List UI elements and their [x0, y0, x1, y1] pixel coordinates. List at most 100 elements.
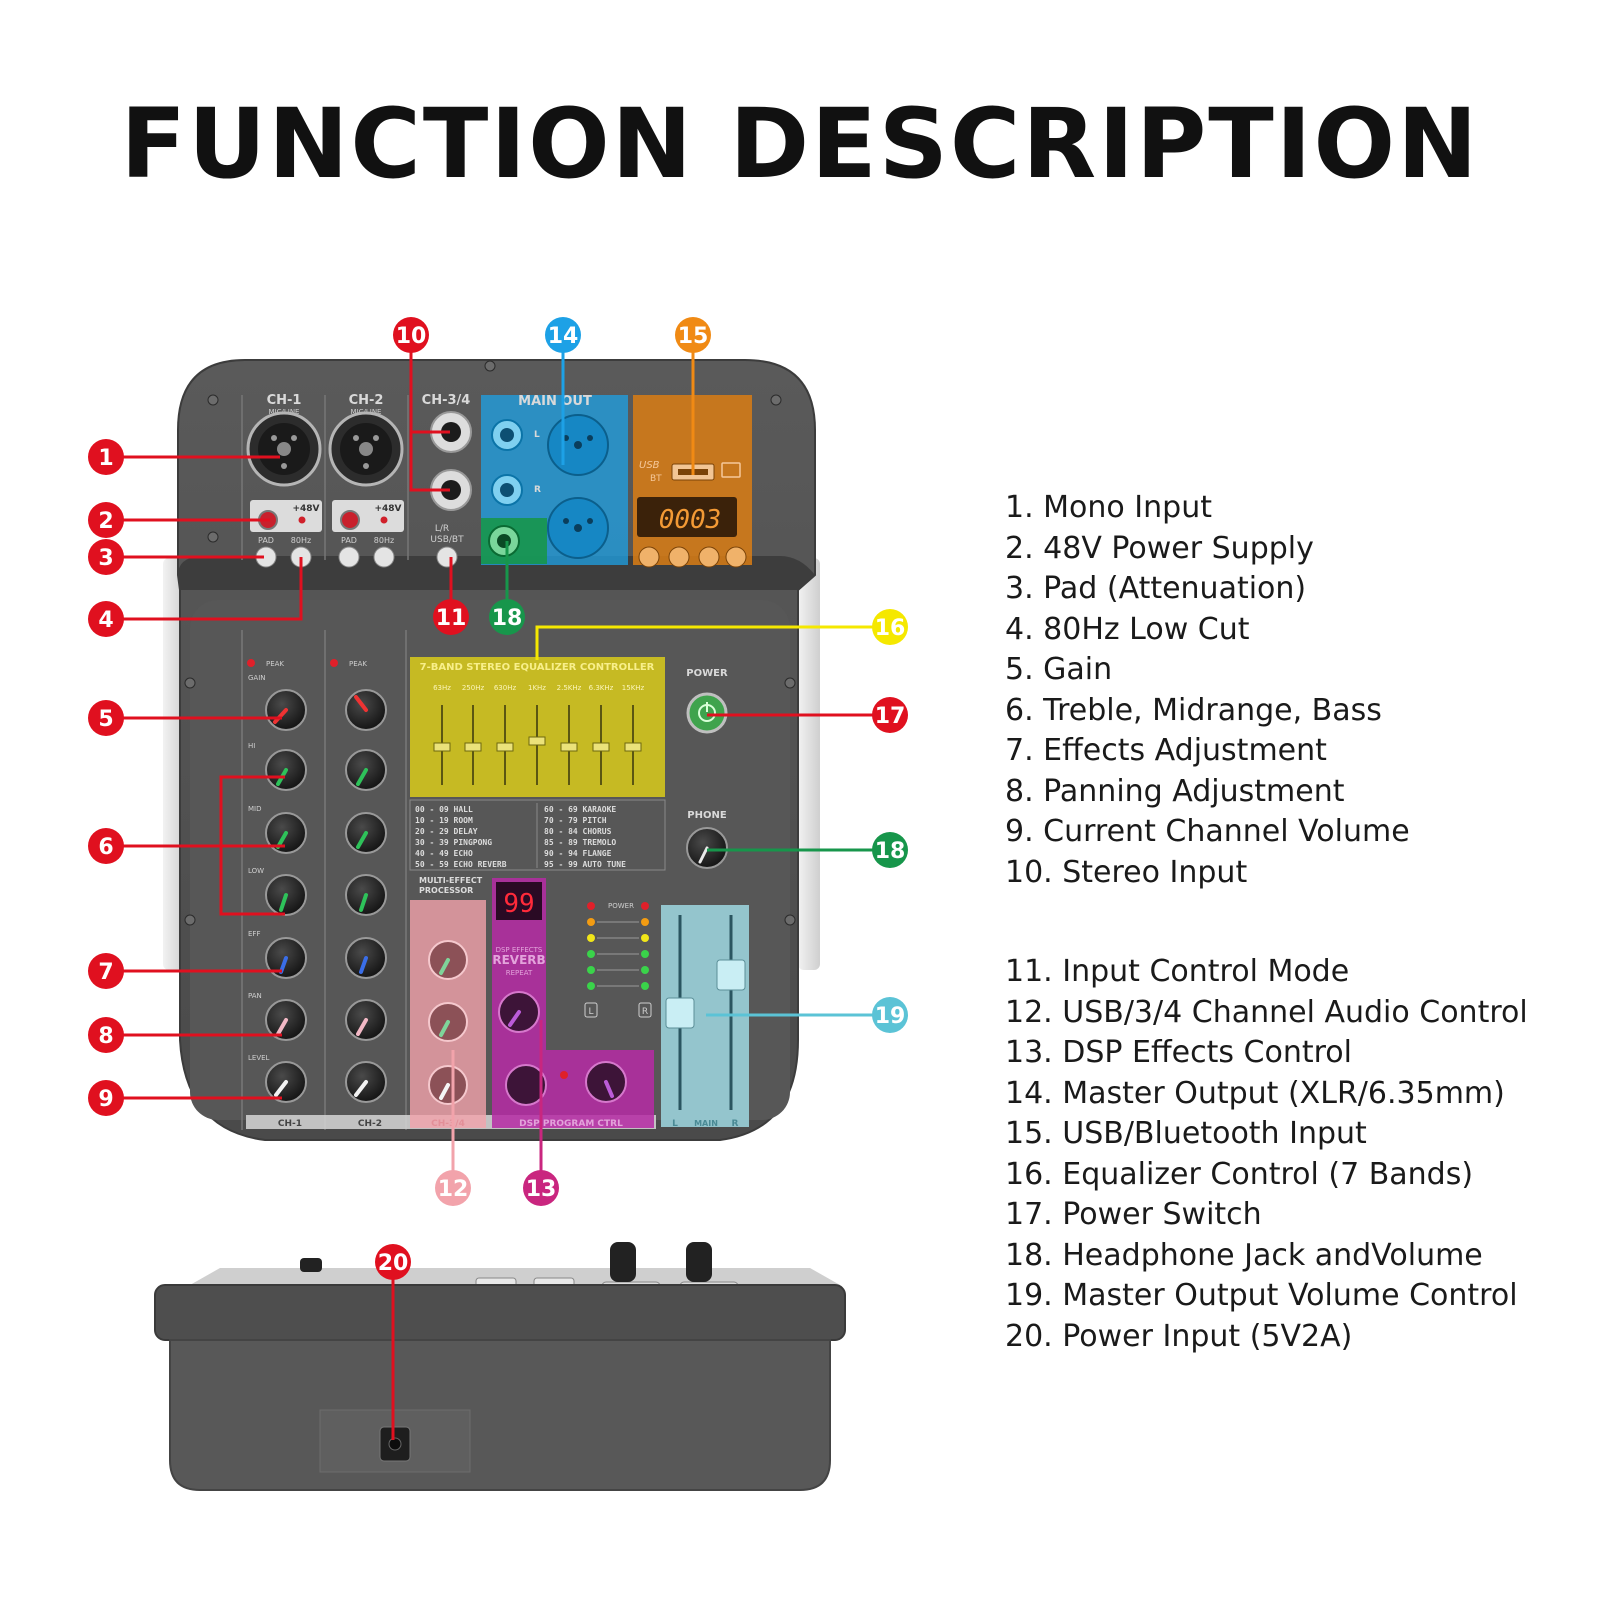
eq-band-630: 630Hz	[494, 684, 517, 692]
legend-item-2: 2. 48V Power Supply	[1005, 530, 1314, 566]
hi-knob-ch34[interactable]	[428, 940, 468, 980]
eq-slider-250[interactable]	[464, 742, 482, 752]
legend-item-17: 17. Power Switch	[1005, 1197, 1262, 1232]
pad-button-ch2[interactable]	[338, 546, 360, 568]
main-fader-r[interactable]	[716, 959, 746, 991]
effect-left-0: 00 - 09 HALL	[415, 805, 473, 814]
rear-top-lip	[190, 1268, 840, 1285]
repeat-label: REPEAT	[506, 969, 533, 977]
stereo-jack-3[interactable]	[430, 411, 472, 453]
gain-knob-ch1[interactable]	[265, 689, 307, 731]
hi-knob-ch1[interactable]	[265, 749, 307, 791]
effect-right-5: 95 - 99 AUTO TUNE	[544, 860, 626, 869]
combo-jack-ch1[interactable]	[246, 411, 322, 487]
input-mode-button[interactable]	[436, 546, 458, 568]
peak-led-ch1	[247, 659, 255, 667]
eq-slider-2k5[interactable]	[560, 742, 578, 752]
callout-lines	[106, 335, 890, 1440]
svg-text:17: 17	[875, 704, 906, 729]
main-out-label: MAIN OUT	[518, 394, 592, 409]
low-knob-ch1[interactable]	[265, 874, 307, 916]
eff-knob-ch2[interactable]	[345, 937, 387, 979]
knob-label-level: LEVEL	[248, 1054, 270, 1062]
eq-slider-1k[interactable]	[528, 736, 546, 746]
effect-left-3: 30 - 39 PINGPONG	[415, 838, 492, 847]
rear-knob-1	[610, 1242, 636, 1282]
callout-badge-15: 15	[675, 317, 711, 353]
reverb-label: REVERB	[492, 953, 545, 967]
level-knob-ch1[interactable]	[265, 1061, 307, 1103]
eq-slider-15k[interactable]	[624, 742, 642, 752]
gain-knob-ch2[interactable]	[345, 689, 387, 731]
effects-list: 00 - 09 HALL 10 - 19 ROOM 20 - 29 DELAY …	[415, 805, 626, 869]
processor-label: PROCESSOR	[419, 886, 473, 895]
callout-badge-18: 18	[872, 832, 908, 868]
callout-badge-6: 6	[88, 828, 124, 864]
callout-badge-18b: 18	[489, 599, 525, 635]
rear-knob-2	[686, 1242, 712, 1282]
main-fader-l[interactable]	[665, 997, 695, 1029]
svg-text:8: 8	[98, 1024, 113, 1049]
fader-l-label: L	[672, 1119, 678, 1129]
svg-text:3: 3	[98, 546, 113, 571]
rear-upper-band	[154, 1284, 846, 1341]
hi-knob-ch2[interactable]	[345, 749, 387, 791]
mixer-top-view: CH-1 MIC/LINE CH-2 MIC/LINE CH-3/4 +48V	[163, 359, 820, 1141]
laptop-icon	[721, 462, 741, 478]
effect-right-4: 90 - 94 FLANGE	[544, 849, 612, 858]
repeat-knob[interactable]	[498, 991, 540, 1033]
callout-line-4	[106, 557, 303, 621]
phantom-button-ch2[interactable]	[340, 510, 360, 530]
multi-effect-label: MULTI-EFFECT	[419, 876, 483, 885]
low-knob-ch2[interactable]	[345, 874, 387, 916]
svg-text:20: 20	[378, 1251, 409, 1276]
eq-slider-630[interactable]	[496, 742, 514, 752]
power-switch[interactable]	[686, 692, 728, 734]
legend-item-20: 20. Power Input (5V2A)	[1005, 1318, 1353, 1354]
legend-item-11: 11. Input Control Mode	[1005, 954, 1350, 989]
effect-right-2: 80 - 84 CHORUS	[544, 827, 612, 836]
svg-text:9: 9	[98, 1087, 113, 1112]
effects-list-box	[409, 799, 666, 871]
legend-item-15: 15. USB/Bluetooth Input	[1005, 1116, 1367, 1151]
ch34-label: CH-3/4	[422, 393, 471, 408]
low-knob-ch34[interactable]	[428, 1002, 468, 1042]
phone-volume-knob[interactable]	[686, 827, 728, 869]
next-button[interactable]	[725, 546, 747, 568]
bottom-label-ch1: CH-1	[278, 1119, 302, 1129]
right-side-panel	[798, 558, 820, 970]
pan-knob-ch1[interactable]	[265, 999, 307, 1041]
legend-item-8: 8. Panning Adjustment	[1005, 773, 1345, 809]
level-knob-ch34[interactable]	[428, 1065, 468, 1105]
eq-slider-6k3[interactable]	[592, 742, 610, 752]
eq-slider-63[interactable]	[433, 742, 451, 752]
ch1-label: CH-1	[267, 393, 302, 408]
callout-badge-2: 2	[88, 502, 124, 538]
play-pause-button[interactable]	[698, 546, 720, 568]
callout-badge-11: 11	[433, 599, 469, 635]
effect-volume-knob[interactable]	[585, 1061, 627, 1103]
svg-text:6: 6	[98, 835, 113, 860]
callout-badge-19: 19	[872, 997, 908, 1033]
effect-right-1: 70 - 79 PITCH	[544, 816, 607, 825]
phone-label: PHONE	[687, 810, 727, 821]
callout-badges: 1 2 3 4 5 6 7 8 9 10 11 12 13 14 15 16 1…	[88, 317, 908, 1280]
dsp-select-knob[interactable]	[505, 1064, 547, 1106]
mode-bt-button[interactable]	[668, 546, 690, 568]
svg-text:4: 4	[98, 608, 113, 633]
level-knob-ch2[interactable]	[345, 1061, 387, 1103]
pad-label-ch1: PAD	[258, 536, 274, 545]
legend-item-18: 18. Headphone Jack andVolume	[1005, 1237, 1483, 1273]
svg-text:18: 18	[492, 606, 523, 631]
callout-badge-5: 5	[88, 700, 124, 736]
page-title: FUNCTION DESCRIPTION	[120, 88, 1480, 200]
mid-knob-ch2[interactable]	[345, 812, 387, 854]
callout-badge-8: 8	[88, 1017, 124, 1053]
svg-text:15: 15	[678, 324, 709, 349]
knob-label-pan: PAN	[248, 992, 262, 1000]
pan-knob-ch2[interactable]	[345, 999, 387, 1041]
combo-jack-ch2[interactable]	[328, 411, 404, 487]
knob-label-low: LOW	[248, 867, 264, 875]
lowcut-button-ch2[interactable]	[373, 546, 395, 568]
prev-button[interactable]	[638, 546, 660, 568]
